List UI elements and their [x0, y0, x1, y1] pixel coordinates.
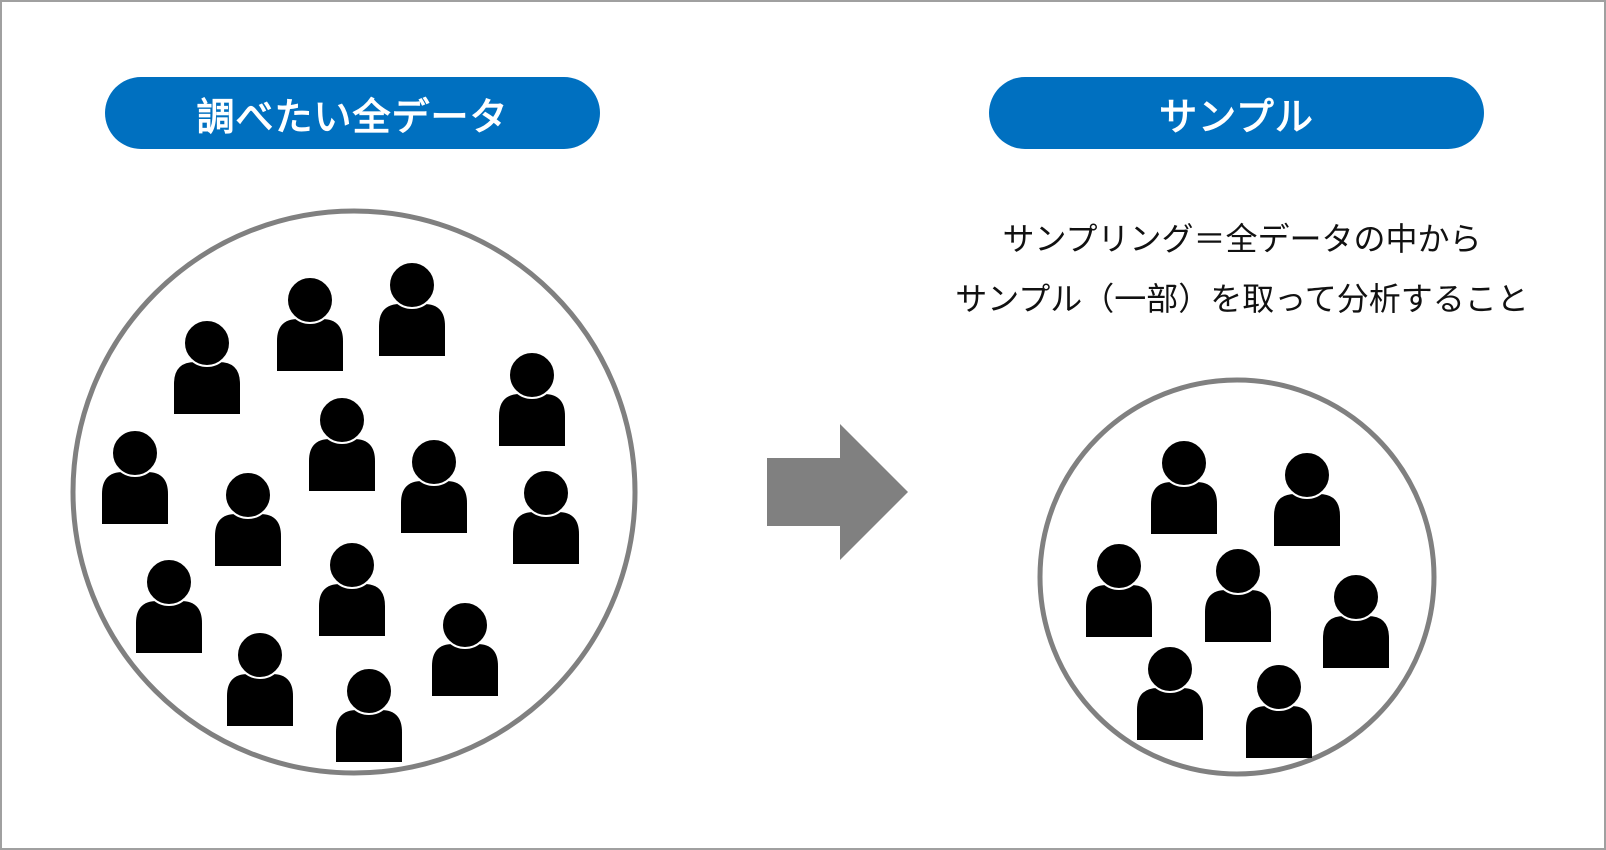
person-icon: [1137, 645, 1203, 740]
person-icon: [277, 276, 343, 371]
person-icon: [174, 319, 240, 414]
sample-circle: [1037, 377, 1437, 777]
person-icon: [1274, 451, 1340, 546]
person-icon: [1205, 547, 1271, 642]
person-icon: [309, 396, 375, 491]
person-icon: [215, 471, 281, 566]
person-icon: [1086, 542, 1152, 637]
population-circle: [70, 208, 638, 776]
person-icon: [1151, 439, 1217, 534]
person-icon: [401, 438, 467, 533]
person-icon: [1323, 573, 1389, 668]
person-icon: [513, 469, 579, 564]
person-icon: [432, 601, 498, 696]
person-icon: [379, 261, 445, 356]
sample-label: サンプル: [989, 77, 1484, 149]
person-icon: [136, 558, 202, 653]
definition-line-1: サンプリング＝全データの中から: [1002, 220, 1482, 258]
population-label: 調べたい全データ: [105, 77, 600, 149]
person-icon: [319, 541, 385, 636]
definition-line-2: サンプル（一部）を取って分析すること: [955, 280, 1529, 318]
population-group: [102, 261, 579, 762]
person-icon: [102, 429, 168, 524]
person-icon: [227, 631, 293, 726]
person-icon: [499, 351, 565, 446]
person-icon: [1246, 663, 1312, 758]
person-icon: [336, 667, 402, 762]
sample-group: [1086, 439, 1389, 758]
right-arrow-icon: [767, 424, 908, 560]
